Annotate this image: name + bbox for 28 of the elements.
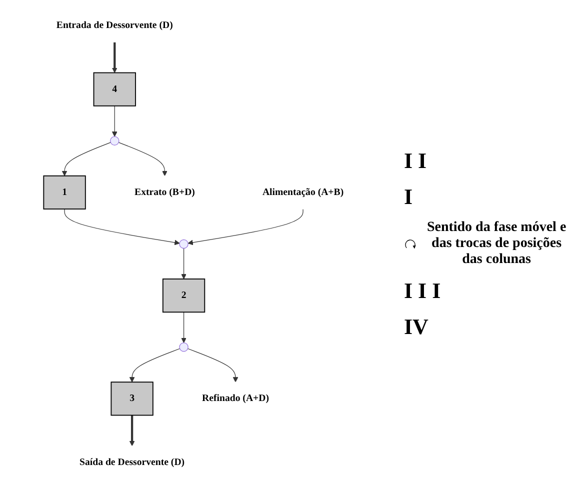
- zone-label: I I: [404, 148, 428, 174]
- arrow: [129, 415, 135, 446]
- node-box: 3: [110, 382, 154, 416]
- node-text: Alimentação (A+B): [262, 186, 344, 198]
- arrow: [181, 248, 186, 280]
- arrow: [188, 208, 304, 246]
- arrow: [112, 42, 118, 73]
- arrow: [62, 142, 111, 176]
- arrow: [181, 312, 186, 344]
- node-box: 1: [43, 175, 86, 210]
- node-box: 2: [162, 278, 206, 313]
- node-text: Entrada de Dessorvente (D): [56, 20, 173, 30]
- rotation-note: Sentido da fase móvel e das trocas de posições das colunas: [426, 220, 568, 268]
- node-circle: [110, 136, 120, 146]
- arrow: [118, 142, 168, 176]
- arrow: [112, 106, 118, 137]
- node-circle: [179, 342, 188, 352]
- node-text: Extrato (B+D): [134, 186, 195, 198]
- zone-label: IV: [404, 314, 430, 340]
- node-text: Refinado (A+D): [202, 393, 269, 404]
- node-text: Saída de Dessorvente (D): [80, 456, 185, 468]
- node-box: 4: [93, 72, 136, 106]
- arrow: [64, 208, 180, 246]
- arrow: [129, 348, 180, 382]
- zone-label: I I I: [404, 278, 442, 304]
- node-circle: [179, 239, 188, 249]
- arrow: [188, 348, 238, 382]
- zone-label: I: [404, 184, 414, 210]
